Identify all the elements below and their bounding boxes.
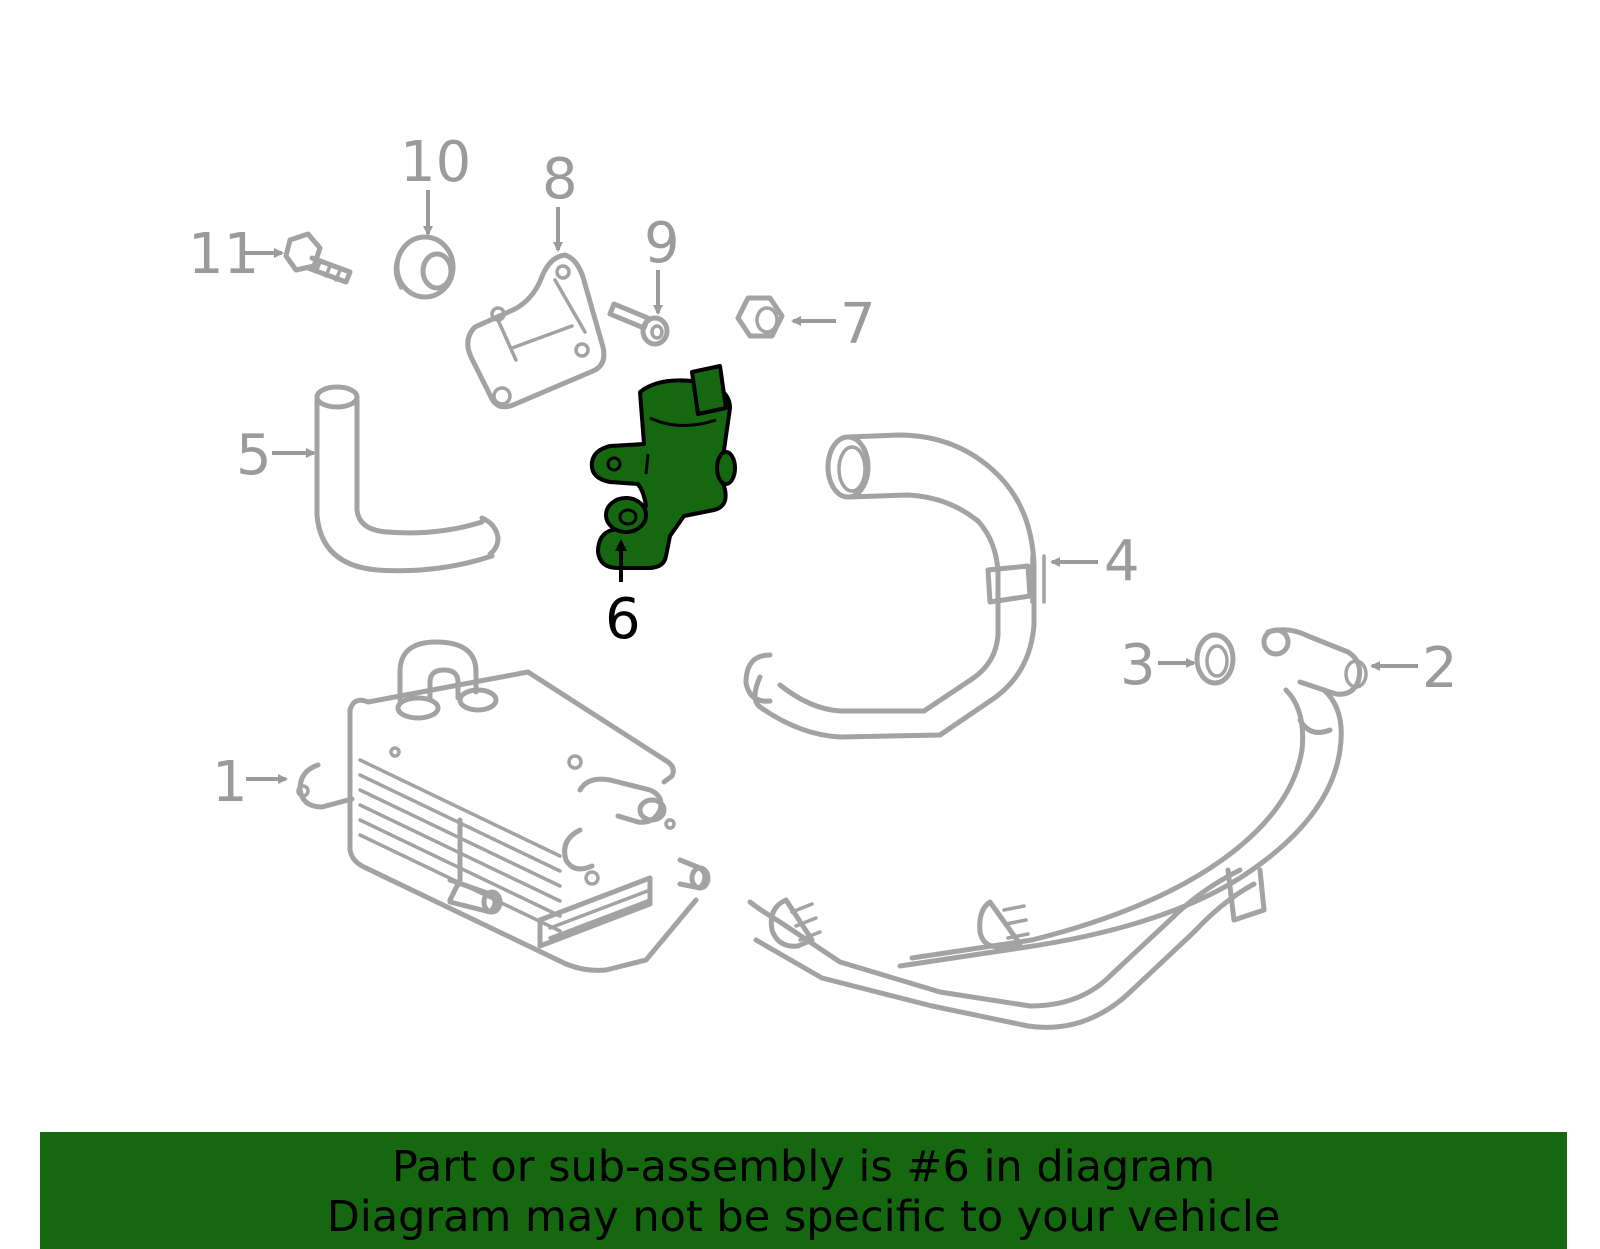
callout-7: 7 <box>840 292 876 357</box>
banner-line-2: Diagram may not be specific to your vehi… <box>326 1192 1281 1242</box>
callout-3: 3 <box>1120 633 1156 698</box>
callout-11: 11 <box>188 222 259 287</box>
callout-9: 9 <box>644 211 680 276</box>
part-5-hose[interactable] <box>314 384 501 574</box>
part-1-oil-cooler[interactable] <box>296 639 711 973</box>
banner-line-1: Part or sub-assembly is #6 in diagram <box>391 1142 1216 1192</box>
callout-8: 8 <box>542 147 578 212</box>
callout-10: 10 <box>400 130 471 195</box>
part-2-pipe-assembly[interactable] <box>747 627 1368 1030</box>
callout-2: 2 <box>1422 636 1458 701</box>
callout-1: 1 <box>212 750 248 815</box>
callout-6: 6 <box>605 587 641 652</box>
callout-5: 5 <box>236 423 272 488</box>
part-3-o-ring[interactable] <box>1194 632 1236 686</box>
part-9-bolt[interactable] <box>607 301 670 347</box>
info-banner: Part or sub-assembly is #6 in diagram Di… <box>40 1132 1567 1249</box>
part-6-valve-highlighted[interactable] <box>589 364 737 570</box>
part-4-hose[interactable] <box>743 432 1046 740</box>
part-8-bracket[interactable] <box>465 252 607 410</box>
callout-numbers: 11 10 8 9 7 5 4 3 2 1 6 <box>188 130 1458 815</box>
part-11-bolt[interactable] <box>283 231 353 285</box>
callout-4: 4 <box>1104 529 1140 594</box>
part-7-nut[interactable] <box>735 295 785 339</box>
leader-lines <box>244 190 1418 784</box>
part-10-bushing[interactable] <box>393 234 456 300</box>
